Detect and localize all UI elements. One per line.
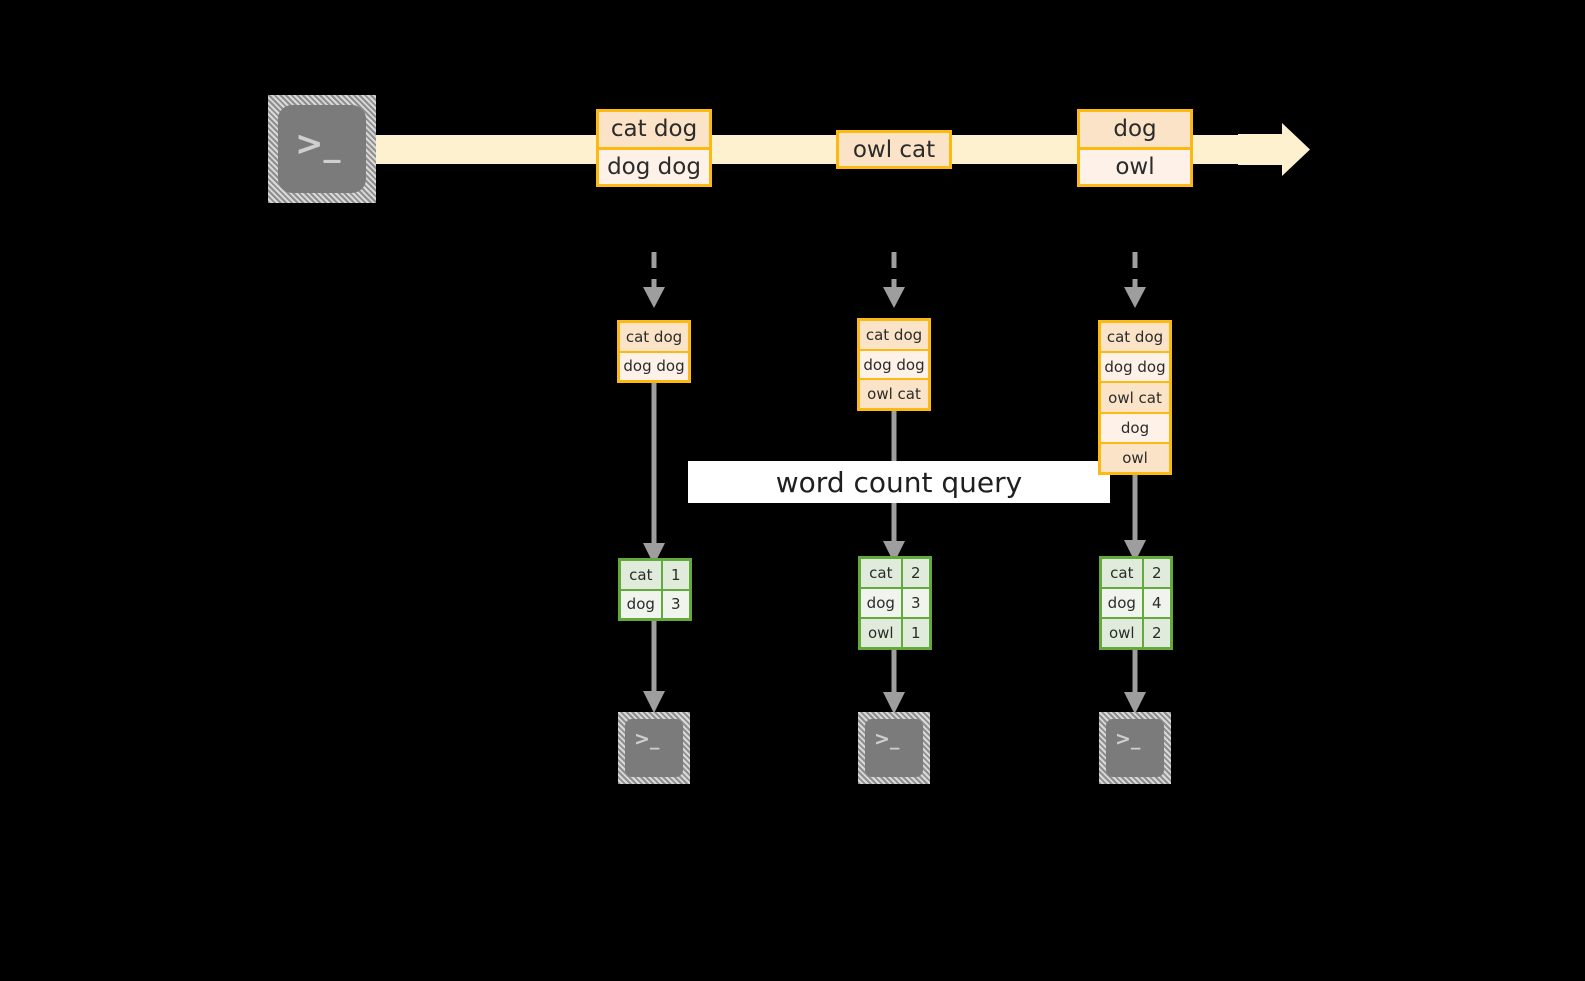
table-row: owl 2 [1102, 619, 1170, 647]
table-row: owl 1 [861, 619, 929, 647]
snapshot-2-sink-terminal-icon: >_ [858, 712, 930, 784]
count-cell: 4 [1143, 589, 1170, 617]
input-line: dog dog [860, 350, 928, 381]
word-cell: owl [861, 619, 903, 647]
terminal-prompt-glyph: >_ [874, 728, 900, 750]
word-cell: dog [1102, 589, 1144, 617]
word-cell: dog [861, 589, 903, 617]
input-line: dog dog [620, 352, 688, 380]
snapshot-3-result-table: cat 2 dog 4 owl 2 [1099, 556, 1173, 650]
count-cell: 2 [1143, 619, 1170, 647]
count-cell: 2 [1143, 559, 1170, 587]
snapshot-2-sink-arrow [883, 650, 905, 714]
source-terminal-icon: >_ [268, 95, 376, 203]
table-row: cat 2 [861, 559, 929, 589]
query-label-text: word count query [775, 465, 1023, 499]
terminal-prompt-glyph: >_ [1115, 728, 1141, 750]
query-label: word count query [688, 461, 1110, 503]
stream-record-line: cat dog [599, 112, 709, 150]
snapshot-3-sink-terminal-icon: >_ [1099, 712, 1171, 784]
snapshot-1-query-arrow [643, 383, 665, 565]
stream-record-3: dog owl [1077, 109, 1193, 187]
stream-tap-dashed-arrow-2 [883, 252, 905, 308]
snapshot-3-sink-arrow [1124, 650, 1146, 714]
word-cell: cat [861, 559, 903, 587]
count-cell: 3 [902, 589, 929, 617]
input-line: cat dog [620, 323, 688, 353]
input-line: owl [1101, 443, 1169, 473]
snapshot-3-input-stack: cat dog dog dog owl cat dog owl [1098, 320, 1172, 475]
word-cell: cat [1102, 559, 1144, 587]
snapshot-1-input-stack: cat dog dog dog [617, 320, 691, 383]
table-row: cat 1 [621, 561, 689, 591]
table-row: cat 2 [1102, 559, 1170, 589]
count-cell: 2 [902, 559, 929, 587]
snapshot-2-input-stack: cat dog dog dog owl cat [857, 318, 931, 411]
stream-arrow-head-icon [1238, 123, 1310, 176]
snapshot-1-sink-arrow [643, 620, 665, 713]
count-cell: 1 [902, 619, 929, 647]
table-row: dog 4 [1102, 589, 1170, 619]
word-cell: dog [621, 590, 663, 618]
terminal-prompt-glyph: >_ [634, 728, 660, 750]
input-line: dog dog [1101, 353, 1169, 384]
stream-tap-dashed-arrow-3 [1124, 252, 1146, 308]
stream-record-line: owl cat [839, 133, 949, 166]
snapshot-2-result-table: cat 2 dog 3 owl 1 [858, 556, 932, 650]
input-line: owl cat [860, 380, 928, 409]
input-line: cat dog [860, 321, 928, 351]
terminal-prompt-glyph: >_ [295, 124, 341, 164]
snapshot-1-sink-terminal-icon: >_ [618, 712, 690, 784]
stream-tap-dashed-arrow-1 [643, 252, 665, 308]
table-row: dog 3 [861, 589, 929, 619]
table-row: dog 3 [621, 590, 689, 618]
count-cell: 1 [662, 561, 689, 589]
word-cell: owl [1102, 619, 1144, 647]
input-line: cat dog [1101, 323, 1169, 354]
stream-record-line: dog dog [599, 149, 709, 184]
stream-record-line: dog [1080, 112, 1190, 150]
snapshot-3-query-arrow [1124, 472, 1146, 562]
stream-record-1: cat dog dog dog [596, 109, 712, 187]
word-cell: cat [621, 561, 663, 589]
input-line: dog [1101, 413, 1169, 444]
stream-record-line: owl [1080, 149, 1190, 184]
stream-record-2: owl cat [836, 130, 952, 169]
snapshot-1-result-table: cat 1 dog 3 [618, 558, 692, 621]
count-cell: 3 [662, 590, 689, 618]
input-line: owl cat [1101, 383, 1169, 414]
